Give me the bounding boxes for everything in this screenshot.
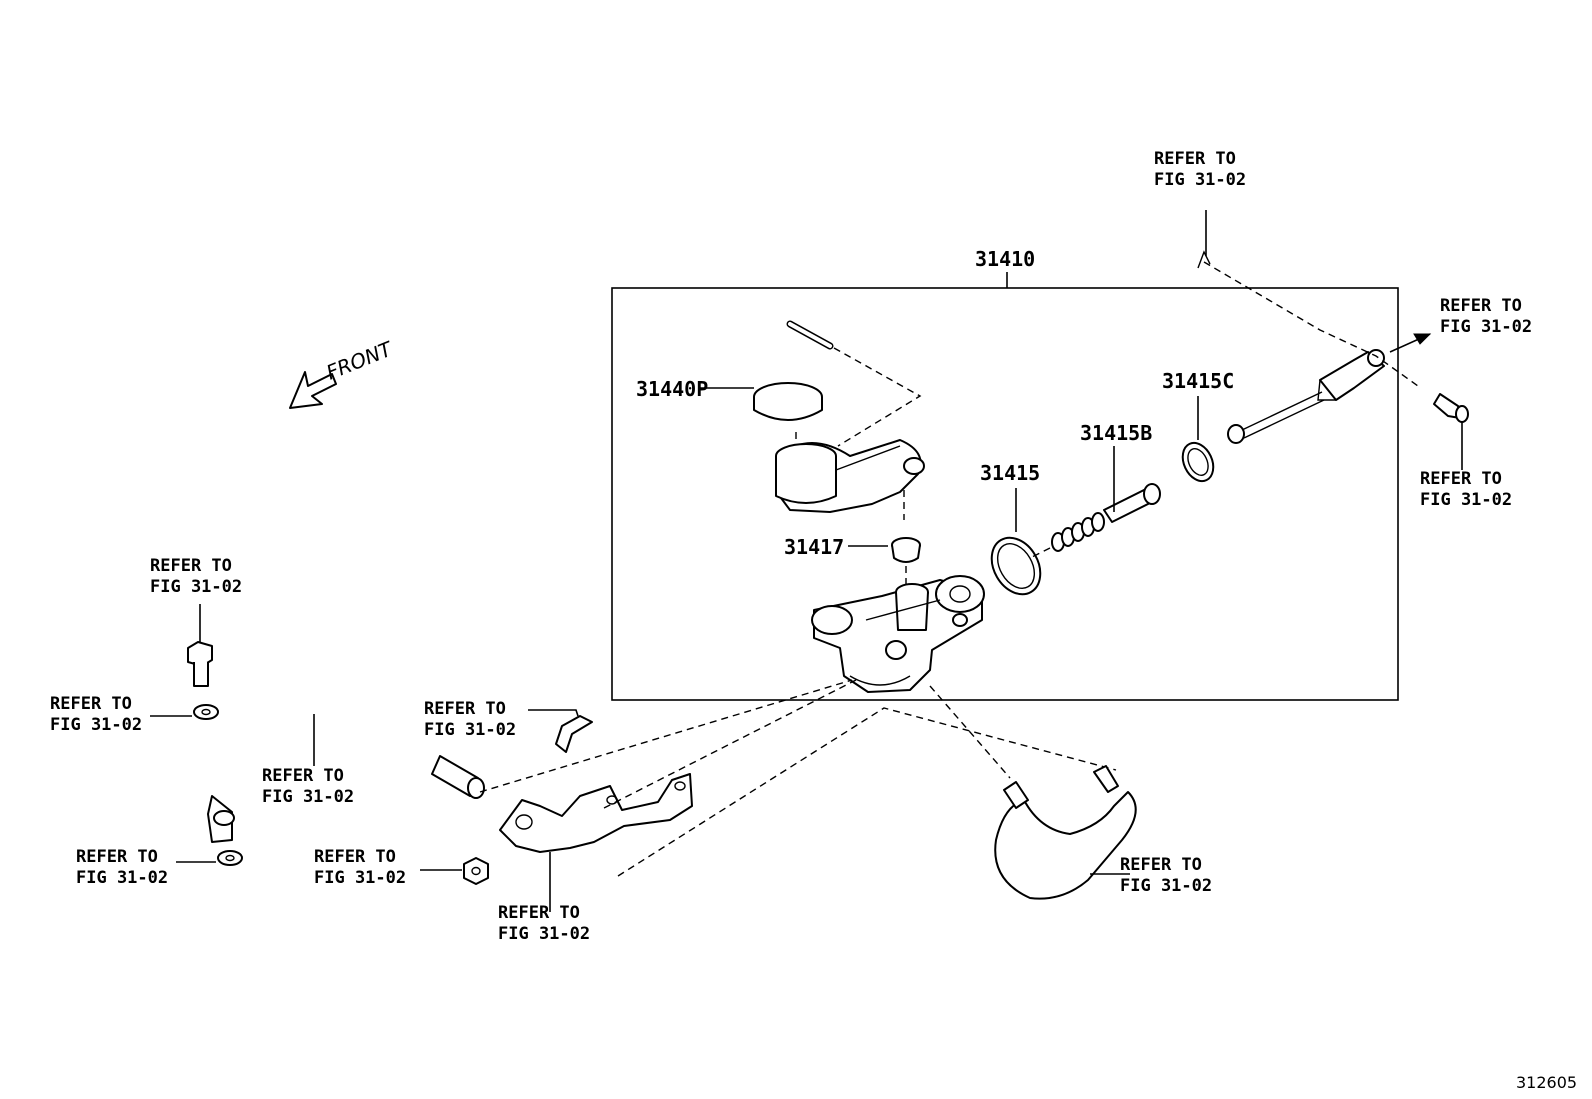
svg-text:FIG 31-02: FIG 31-02 [314,868,406,888]
svg-text:REFER TO: REFER TO [424,699,506,719]
snap-ring-31415c-part: 31415C [1162,369,1234,483]
seal-31417-part: 31417 [784,535,921,588]
svg-text:FIG 31-02: FIG 31-02 [150,577,242,597]
return-spring [1051,512,1105,552]
assembly-part-number[interactable]: 31410 [975,247,1035,271]
piston-spring-31415b-part: 31415B [1029,421,1161,559]
assembly-box: 31410 [611,247,1399,701]
refer-label-bracket: REFER TO FIG 31-02 [498,903,590,944]
clip-part [528,709,593,753]
nut-part [420,857,489,885]
seal-31417-number[interactable]: 31417 [784,535,844,559]
union-bolt-part [187,604,213,687]
front-label: FRONT [323,336,397,385]
refer-label-tube: REFER TO FIG 31-02 [1120,855,1212,896]
svg-text:REFER TO: REFER TO [314,847,396,867]
gasket-upper-part [150,704,219,720]
svg-text:FIG 31-02: FIG 31-02 [50,715,142,735]
svg-text:REFER TO: REFER TO [76,847,158,867]
gasket-lower-part [176,850,243,866]
refer-label-clip: REFER TO FIG 31-02 [424,699,516,740]
svg-text:REFER TO: REFER TO [1120,855,1202,875]
reservoir-cap-part: 31440P [636,377,823,446]
o-ring-31415-part: 31415 [980,461,1042,596]
push-rod-part [1227,349,1385,444]
flexible-hose-part [201,707,485,843]
svg-text:FIG 31-02: FIG 31-02 [1440,317,1532,337]
svg-text:REFER TO: REFER TO [50,694,132,714]
svg-text:FIG 31-02: FIG 31-02 [262,787,354,807]
snap-ring-31415c-number[interactable]: 31415C [1162,369,1234,393]
clutch-line-tube-part [994,765,1137,900]
svg-text:FIG 31-02: FIG 31-02 [498,924,590,944]
refer-label-top-right: REFER TO FIG 31-02 [1440,296,1532,337]
refer-label-top: REFER TO FIG 31-02 [1154,149,1246,190]
refer-label-nut: REFER TO FIG 31-02 [314,847,406,888]
bracket-part [499,773,693,912]
refer-label-hose: REFER TO FIG 31-02 [262,766,354,807]
svg-text:FIG 31-02: FIG 31-02 [424,720,516,740]
refer-label-right-pin: REFER TO FIG 31-02 [1420,469,1512,510]
svg-text:REFER TO: REFER TO [1440,296,1522,316]
svg-text:REFER TO: REFER TO [150,556,232,576]
svg-text:REFER TO: REFER TO [262,766,344,786]
o-ring-31415-number[interactable]: 31415 [980,461,1040,485]
reservoir-part [775,439,925,520]
svg-text:FIG 31-02: FIG 31-02 [1154,170,1246,190]
cap-part-number[interactable]: 31440P [636,377,708,401]
refer-label-gasket-upper: REFER TO FIG 31-02 [50,694,142,735]
refer-label-gasket-lower: REFER TO FIG 31-02 [76,847,168,888]
svg-text:FIG 31-02: FIG 31-02 [1120,876,1212,896]
pin-part [786,320,922,447]
master-cylinder-body-part [811,575,985,693]
illustration-number: 312605 [1516,1073,1577,1092]
refer-label-bolt: REFER TO FIG 31-02 [150,556,242,597]
svg-text:REFER TO: REFER TO [498,903,580,923]
svg-text:FIG 31-02: FIG 31-02 [1420,490,1512,510]
svg-text:REFER TO: REFER TO [1154,149,1236,169]
svg-text:REFER TO: REFER TO [1420,469,1502,489]
clevis-pin-part [1433,393,1469,470]
front-direction-arrow: FRONT [289,336,397,409]
svg-text:FIG 31-02: FIG 31-02 [76,868,168,888]
piston-31415b-number[interactable]: 31415B [1080,421,1152,445]
